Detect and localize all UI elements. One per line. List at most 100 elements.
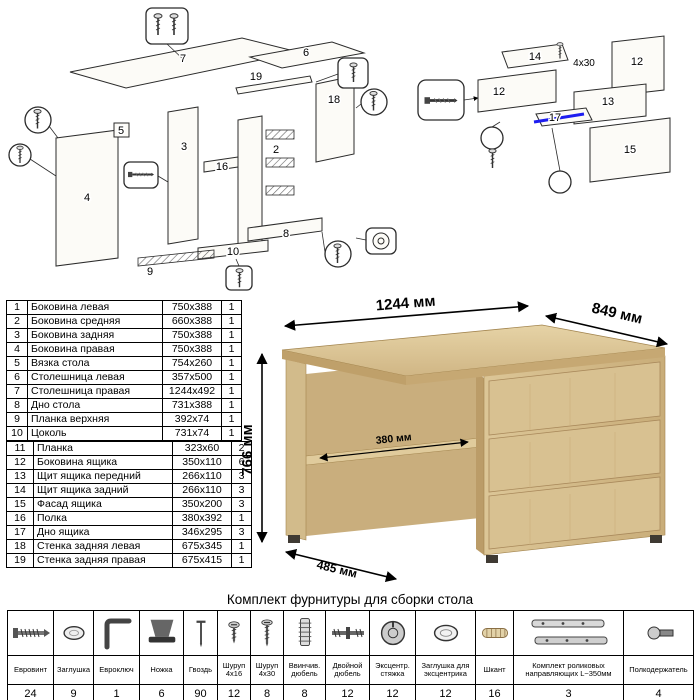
part-size: 266x110 — [172, 483, 232, 498]
part-number: 2 — [6, 314, 28, 329]
hardware-item-name: Эксцентр. стяжка — [369, 655, 416, 685]
exploded-views: 7 6 19 18 4 3 5 16 2 8 10 9 — [8, 7, 671, 291]
part-size: 1244x492 — [162, 384, 222, 399]
part-number: 9 — [6, 412, 28, 427]
part-qty: 1 — [221, 426, 242, 441]
part-qty: 1 — [231, 553, 252, 568]
part-number: 3 — [6, 328, 28, 343]
drawer-rails-icon — [519, 613, 619, 653]
desk-foot — [650, 535, 662, 543]
hardware-item-name: Ввинчив. дюбель — [283, 655, 326, 685]
part-size: 675x415 — [172, 553, 232, 568]
panel-side-back — [167, 106, 199, 245]
wooden-dowel-icon — [477, 613, 513, 653]
part-number: 12 — [6, 455, 34, 470]
panel-tie — [113, 122, 130, 138]
strip-top — [137, 249, 215, 267]
hardware-item-qty: 12 — [415, 684, 476, 700]
part-size: 750x388 — [162, 342, 222, 357]
hardware-item-name: Шуруп 4x30 — [250, 655, 284, 685]
part-label: 17 — [549, 112, 561, 124]
panel-side-right — [55, 129, 119, 267]
hardware-item-name: Комплект роликовых направляющих L~350мм — [513, 655, 624, 685]
part-qty: 3 — [231, 483, 252, 498]
part-name: Столешница правая — [27, 384, 163, 399]
hardware-item-name: Ножка — [139, 655, 184, 685]
dimension-width: 1244 мм — [375, 293, 436, 315]
strip-back-right — [235, 75, 313, 95]
part-label: 4 — [84, 192, 90, 204]
part-label: 9 — [147, 266, 153, 278]
part-name: Планка верхняя — [27, 412, 163, 427]
desk-middle-panel — [476, 372, 484, 555]
part-label: 19 — [250, 71, 262, 83]
screw-icon — [488, 148, 497, 169]
part-number: 4 — [6, 342, 28, 357]
part-name: Цоколь — [27, 426, 163, 441]
part-name: Дно стола — [27, 398, 163, 413]
part-qty: 6 — [231, 455, 252, 470]
hardware-item-qty: 16 — [475, 684, 514, 700]
part-qty: 1 — [221, 314, 242, 329]
part-number: 14 — [6, 483, 34, 498]
hardware-item-name: Шуруп 4x16 — [217, 655, 251, 685]
part-size: 754x260 — [162, 356, 222, 371]
part-size: 731x74 — [162, 426, 222, 441]
part-size: 731x388 — [162, 398, 222, 413]
hardware-qty-row: 24 9 1 6 90 12 8 8 12 12 12 16 3 4 — [7, 684, 694, 700]
panel-top-left — [248, 41, 366, 69]
part-number: 8 — [6, 398, 28, 413]
hardware-item-qty: 9 — [53, 684, 94, 700]
hardware-item-qty: 12 — [325, 684, 370, 700]
desk-render: 1244 мм 849 мм 766 мм 380 мм 485 мм — [239, 293, 669, 583]
hardware-item-name: Шкант — [475, 655, 514, 685]
hardware-item-qty: 6 — [139, 684, 184, 700]
drawer-slide — [265, 185, 295, 196]
part-name: Боковина ящика — [33, 455, 173, 470]
hardware-item-qty: 8 — [250, 684, 284, 700]
part-label: 14 — [529, 51, 541, 63]
wood-grain — [529, 373, 616, 545]
desk-foot — [486, 555, 498, 563]
part-label: 6 — [303, 47, 309, 59]
part-number: 6 — [6, 370, 28, 385]
part-qty: 1 — [221, 300, 242, 315]
leg-icon — [143, 613, 181, 653]
part-label: 8 — [283, 228, 289, 240]
part-label: 13 — [602, 96, 614, 108]
part-size: 380x392 — [172, 511, 232, 526]
part-label: 3 — [181, 141, 187, 153]
screw-4x30-icon — [252, 613, 282, 653]
exploded-desk-diagram: 7 6 19 18 4 3 5 16 2 8 10 9 — [8, 7, 397, 291]
part-name: Столешница левая — [27, 370, 163, 385]
part-label: 15 — [624, 144, 636, 156]
part-label: 12 — [493, 86, 505, 98]
part-name: Планка — [33, 441, 173, 456]
drawer-side-panel — [611, 35, 665, 97]
hardware-item-name: Гвоздь — [183, 655, 218, 685]
part-size: 750x388 — [162, 300, 222, 315]
hardware-item-qty: 24 — [7, 684, 54, 700]
hardware-item-qty: 4 — [623, 684, 694, 700]
hardware-item-qty: 12 — [369, 684, 416, 700]
desk-dimensions: 1244 мм 849 мм 766 мм 380 мм 485 мм — [239, 293, 669, 583]
desk-foot — [288, 535, 300, 543]
part-name: Полка — [33, 511, 173, 526]
part-qty: 1 — [231, 539, 252, 554]
part-size: 750x388 — [162, 328, 222, 343]
part-qty: 3 — [231, 525, 252, 540]
drawer-slide — [265, 129, 295, 140]
dimension-height: 766 мм — [239, 424, 256, 475]
part-size: 323x60 — [172, 441, 232, 456]
